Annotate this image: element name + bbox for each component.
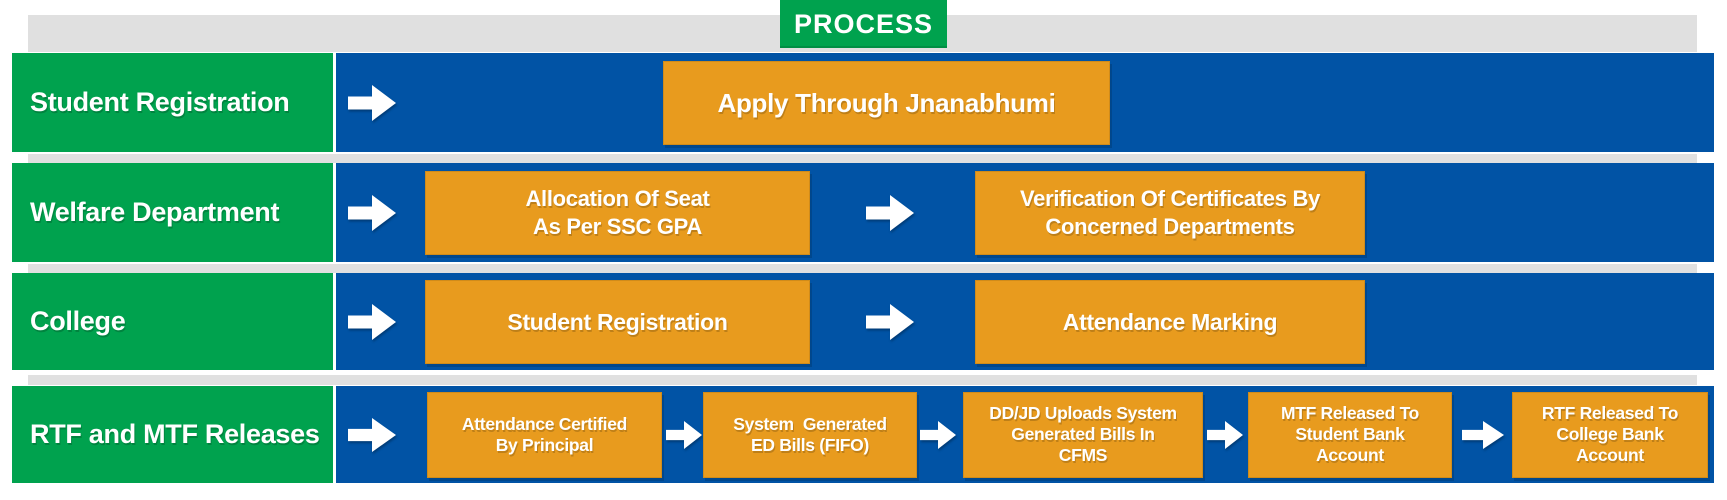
- process-step-text: By Principal: [495, 434, 594, 455]
- arrow-right-icon: [348, 84, 396, 121]
- process-row-college: College Student Registration Attendance Ma…: [0, 273, 1727, 370]
- process-step-text: RTF Released To: [1541, 403, 1679, 423]
- arrow-right-icon: [920, 420, 956, 449]
- arrow-right-icon: [866, 194, 914, 231]
- arrow-right-icon: [348, 303, 396, 340]
- process-step-text: Verification Of Certificates By: [1019, 185, 1321, 211]
- process-step-text: College Bank: [1556, 424, 1664, 444]
- arrow-right-icon: [1207, 420, 1243, 449]
- row-label-college: College: [12, 273, 333, 370]
- row-label-text: College: [30, 306, 126, 336]
- process-step-text: Student Bank: [1295, 424, 1405, 444]
- process-step-box: Student Registration: [425, 279, 810, 364]
- row-separator-bar: [28, 264, 1697, 273]
- arrow-right-icon: [348, 194, 396, 231]
- process-step-text: Attendance Certified: [461, 413, 628, 434]
- process-title-badge: PROCESS: [780, 0, 947, 48]
- process-step-text: System Generated: [733, 413, 887, 434]
- process-step-text: Account: [1576, 445, 1644, 465]
- process-step-text: Account: [1316, 445, 1384, 465]
- process-row-student-registration: Student Registration Apply Through Jnanab…: [0, 53, 1727, 152]
- row-label-text: Student Registration: [30, 87, 290, 117]
- process-step-box: Attendance Marking: [975, 279, 1365, 364]
- process-step-text: Apply Through Jnanabhumi: [717, 87, 1056, 118]
- process-step-text: Allocation Of Seat: [525, 185, 710, 211]
- process-step-text: CFMS: [1058, 445, 1108, 465]
- row-label-welfare-department: Welfare Department: [12, 163, 333, 262]
- process-step-text: Generated Bills In: [1011, 424, 1155, 444]
- arrow-right-icon: [348, 417, 396, 452]
- arrow-right-icon: [1462, 420, 1504, 449]
- row-separator-bar: [28, 154, 1697, 163]
- process-title: PROCESS: [793, 8, 934, 39]
- arrow-right-icon: [866, 303, 914, 340]
- process-step-text: ED Bills (FIFO): [750, 434, 869, 455]
- row-label-student-registration: Student Registration: [12, 53, 333, 152]
- process-step-text: DD/JD Uploads System: [989, 403, 1177, 423]
- arrow-right-icon: [666, 420, 702, 449]
- row-label-text: RTF and MTF Releases: [30, 419, 320, 449]
- row-label-rtf-and-mtf-releases: RTF and MTF Releases: [12, 386, 333, 483]
- process-step-text: Student Registration: [507, 308, 728, 335]
- process-step-text: Attendance Marking: [1062, 308, 1278, 335]
- row-label-text: Welfare Department: [30, 197, 280, 227]
- process-step-text: Concerned Departments: [1045, 213, 1295, 239]
- process-step-text: As Per SSC GPA: [532, 213, 702, 239]
- process-row-rtf-and-mtf-releases: RTF and MTF Releases Attendance Certified…: [0, 386, 1727, 483]
- row-separator-bar: [28, 375, 1697, 385]
- process-step-box: Apply Through Jnanabhumi: [663, 60, 1110, 145]
- process-step-text: MTF Released To: [1280, 403, 1420, 423]
